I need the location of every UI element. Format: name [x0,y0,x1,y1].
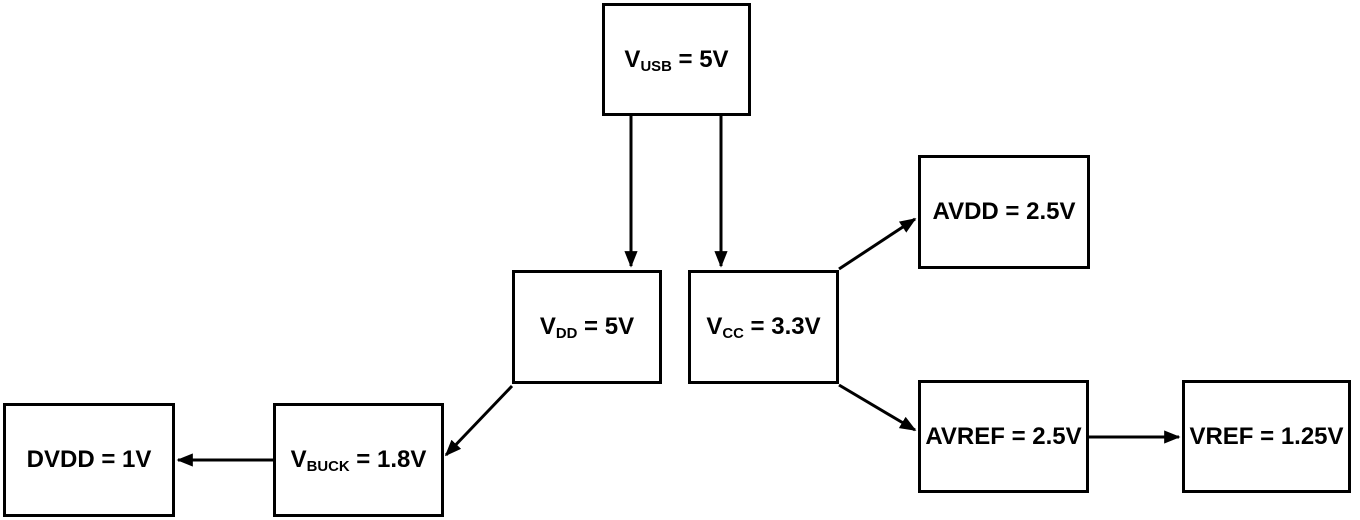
edge-vdd-to-vbuck [444,384,514,457]
node-vcc: VCC = 3.3V [688,270,839,384]
node-vref-label-pre: VREF = 1.25V [1189,422,1344,450]
node-vcc-label: VCC = 3.3V [706,313,820,341]
node-dvdd: DVDD = 1V [3,403,175,517]
node-avdd-label-pre: AVDD = 2.5V [932,198,1076,225]
node-avref-label-pre: AVREF = 2.5V [925,422,1082,450]
node-vref: VREF = 1.25V [1182,380,1351,493]
node-avref-label: AVREF = 2.5V [925,423,1081,451]
node-vbuck-label: VBUCK = 1.8V [291,446,427,474]
node-avdd: AVDD = 2.5V [918,155,1090,269]
node-vcc-label-post: = 3.3V [743,313,821,340]
node-vref-label: VREF = 1.25V [1189,423,1343,451]
node-vbuck-label-pre: V [290,446,307,473]
node-vusb-label-pre: V [624,45,641,73]
node-vdd-label-sub: DD [555,326,578,343]
node-avdd-label: AVDD = 2.5V [933,198,1076,226]
node-dvdd-label: DVDD = 1V [27,446,152,474]
node-avref: AVREF = 2.5V [918,380,1089,493]
node-vbuck-label-sub: BUCK [306,459,350,476]
node-vcc-label-pre: V [706,313,723,340]
edge-vcc-to-avref [838,383,917,432]
node-vdd: VDD = 5V [512,270,662,384]
node-vdd-label-post: = 5V [577,313,635,340]
node-dvdd-label-pre: DVDD = 1V [26,446,152,473]
node-vusb: VUSB = 5V [602,3,751,116]
node-vbuck: VBUCK = 1.8V [273,403,444,517]
node-vbuck-label-post: = 1.8V [349,446,427,473]
node-vdd-label: VDD = 5V [540,313,634,341]
node-vdd-label-pre: V [539,313,556,340]
node-vusb-label-post: = 5V [671,45,729,73]
node-vcc-label-sub: CC [722,326,744,343]
node-vusb-label: VUSB = 5V [624,46,728,74]
edge-vcc-to-avdd [838,217,917,271]
node-vusb-label-sub: USB [640,58,672,75]
